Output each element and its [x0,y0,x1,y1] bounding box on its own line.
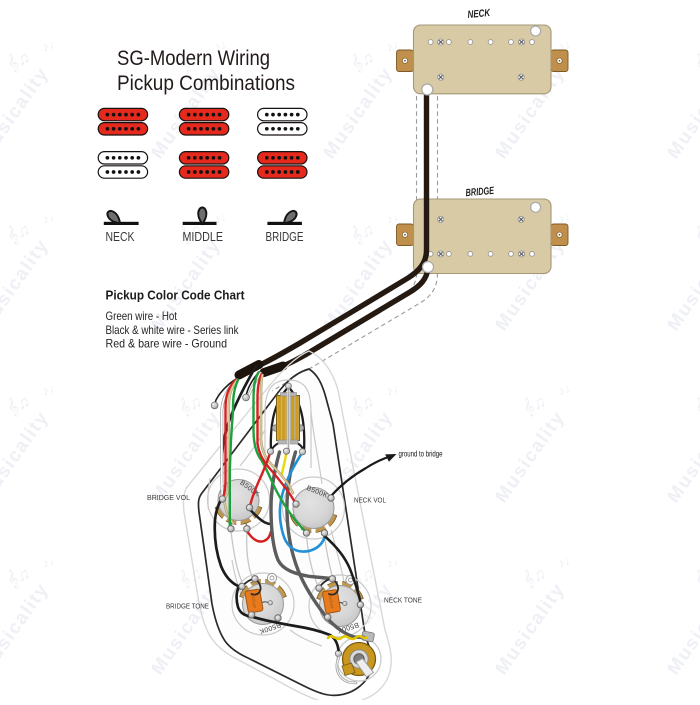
svg-text:NECK TONE: NECK TONE [384,596,422,605]
svg-text:BRIDGE VOL: BRIDGE VOL [147,493,190,502]
svg-text:BRIDGE: BRIDGE [465,185,495,199]
svg-text:SG-Modern Wiring: SG-Modern Wiring [117,46,270,70]
svg-text:ground to bridge: ground to bridge [399,450,443,459]
svg-text:Pickup Combinations: Pickup Combinations [117,71,295,95]
svg-text:MIDDLE: MIDDLE [183,229,224,244]
svg-text:NECK: NECK [467,7,492,21]
svg-text:BRIDGE: BRIDGE [266,229,304,244]
svg-text:NECK: NECK [106,229,135,244]
svg-text:Black & white wire - Series li: Black & white wire - Series link [106,323,240,337]
svg-text:#PO295: #PO295 [328,594,334,608]
svg-text:Pickup Color Code Chart: Pickup Color Code Chart [106,288,246,303]
svg-text:NECK VOL: NECK VOL [354,496,386,505]
svg-text:Red & bare wire - Ground: Red & bare wire - Ground [106,337,228,351]
svg-text:Green wire - Hot: Green wire - Hot [106,309,178,323]
svg-text:BRIDGE TONE: BRIDGE TONE [166,602,209,611]
svg-text:#PO295: #PO295 [251,594,257,608]
